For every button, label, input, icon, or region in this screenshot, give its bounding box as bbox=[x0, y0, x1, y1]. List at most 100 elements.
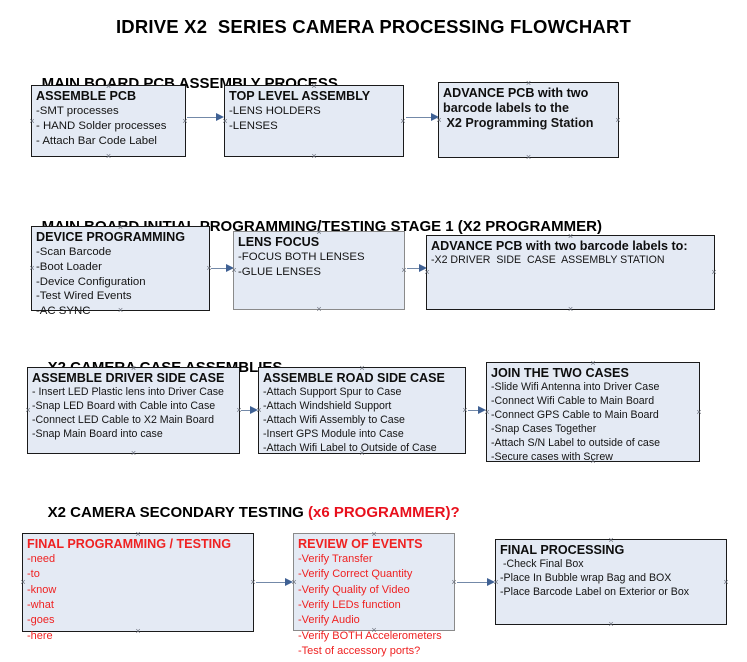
section-heading-4-accent: (x6 PROGRAMMER)? bbox=[307, 504, 460, 521]
box-advance-pcb-programming-station[interactable]: ADVANCE PCB with two barcode labels to t… bbox=[438, 82, 619, 158]
box-line: -Snap Cases Together bbox=[491, 422, 597, 435]
resize-handle-top[interactable] bbox=[116, 223, 125, 232]
box-line: -here bbox=[27, 629, 53, 642]
resize-handle-top[interactable] bbox=[589, 359, 598, 368]
box-title: DEVICE PROGRAMMING bbox=[36, 230, 186, 244]
box-line: -need bbox=[27, 552, 56, 565]
box-line: -Attach Wifi Assembly to Case bbox=[263, 413, 405, 426]
resize-handle-top[interactable] bbox=[524, 79, 533, 88]
box-title: FINAL PROCESSING bbox=[500, 543, 625, 557]
resize-handle-bottom[interactable] bbox=[310, 152, 319, 161]
resize-handle-left[interactable] bbox=[255, 406, 264, 415]
resize-handle-top[interactable] bbox=[358, 364, 367, 373]
box-lens-focus[interactable]: LENS FOCUS -FOCUS BOTH LENSES -GLUE LENS… bbox=[233, 231, 405, 310]
box-assemble-road-side-case[interactable]: ASSEMBLE ROAD SIDE CASE -Attach Support … bbox=[258, 367, 466, 454]
box-line: -GLUE LENSES bbox=[238, 265, 321, 278]
resize-handle-left[interactable] bbox=[492, 578, 501, 587]
resize-handle-right[interactable] bbox=[235, 406, 244, 415]
box-line: -goes bbox=[27, 614, 55, 627]
box-line: -what bbox=[27, 599, 54, 612]
box-line: -LENS HOLDERS bbox=[229, 104, 321, 117]
resize-handle-right[interactable] bbox=[450, 578, 459, 587]
resize-handle-left[interactable] bbox=[24, 406, 33, 415]
box-line: -Test Wired Events bbox=[36, 290, 132, 303]
box-line: -AC SYNC bbox=[36, 305, 91, 318]
resize-handle-right[interactable] bbox=[400, 266, 409, 275]
box-line: -Slide Wifi Antenna into Driver Case bbox=[491, 380, 660, 393]
box-line: -Attach S/N Label to outside of case bbox=[491, 436, 661, 449]
section-heading-4: X2 CAMERA SECONDARY TESTING (x6 PROGRAMM… bbox=[31, 487, 460, 538]
box-line: -Attach Wifi Label to Outside of Case bbox=[263, 441, 437, 454]
box-title: REVIEW OF EVENTS bbox=[298, 537, 423, 551]
resize-handle-bottom[interactable] bbox=[315, 305, 324, 314]
resize-handle-top[interactable] bbox=[607, 536, 616, 545]
resize-handle-left[interactable] bbox=[483, 408, 492, 417]
box-line: -Verify Audio bbox=[298, 614, 360, 627]
box-final-programming-testing[interactable]: FINAL PROGRAMMING / TESTING -need -to -k… bbox=[19, 530, 254, 642]
box-title: ASSEMBLE DRIVER SIDE CASE bbox=[32, 371, 225, 385]
resize-handle-right[interactable] bbox=[614, 116, 623, 125]
box-advance-pcb-driver-side-station[interactable]: ADVANCE PCB with two barcode labels to: … bbox=[426, 235, 715, 310]
resize-handle-top[interactable] bbox=[370, 530, 379, 539]
box-join-the-two-cases[interactable]: JOIN THE TWO CASES -Slide Wifi Antenna i… bbox=[483, 359, 700, 463]
box-line: -LENSES bbox=[229, 119, 278, 132]
resize-handle-left[interactable] bbox=[423, 268, 432, 277]
connector-arrow bbox=[187, 113, 224, 122]
resize-handle-top[interactable] bbox=[315, 228, 324, 237]
resize-handle-right[interactable] bbox=[249, 578, 258, 587]
resize-handle-right[interactable] bbox=[710, 268, 719, 277]
resize-handle-bottom[interactable] bbox=[134, 627, 143, 636]
resize-handle-right[interactable] bbox=[399, 117, 408, 126]
box-line: -Verify Transfer bbox=[298, 552, 373, 565]
resize-handle-right[interactable] bbox=[181, 117, 190, 126]
resize-handle-left[interactable] bbox=[19, 578, 28, 587]
resize-handle-top[interactable] bbox=[566, 232, 575, 241]
box-line: -Secure cases with Screw bbox=[491, 450, 613, 463]
box-line: - Insert LED Plastic lens into Driver Ca… bbox=[32, 385, 224, 398]
resize-handle-bottom[interactable] bbox=[524, 153, 533, 162]
box-title: LENS FOCUS bbox=[238, 235, 320, 249]
box-line: -know bbox=[27, 583, 57, 596]
resize-handle-bottom[interactable] bbox=[116, 306, 125, 315]
resize-handle-bottom[interactable] bbox=[358, 449, 367, 458]
box-device-programming[interactable]: DEVICE PROGRAMMING -Scan Barcode -Boot L… bbox=[28, 223, 210, 317]
resize-handle-bottom[interactable] bbox=[566, 305, 575, 314]
box-line-overflow: -Test of accessory ports? bbox=[298, 645, 421, 658]
box-line: -FOCUS BOTH LENSES bbox=[238, 250, 365, 263]
box-title: ASSEMBLE PCB bbox=[36, 89, 137, 103]
resize-handle-left[interactable] bbox=[435, 116, 444, 125]
box-line: -Boot Loader bbox=[36, 260, 102, 273]
box-title: FINAL PROGRAMMING / TESTING bbox=[27, 537, 232, 551]
resize-handle-bottom[interactable] bbox=[607, 620, 616, 629]
box-assemble-driver-side-case[interactable]: ASSEMBLE DRIVER SIDE CASE - Insert LED P… bbox=[27, 367, 240, 454]
resize-handle-right[interactable] bbox=[722, 578, 731, 587]
box-line: -Connect Wifi Cable to Main Board bbox=[491, 394, 655, 407]
box-line: - HAND Solder processes bbox=[36, 119, 167, 132]
resize-handle-left[interactable] bbox=[28, 264, 37, 273]
resize-handle-top[interactable] bbox=[310, 82, 319, 91]
resize-handle-top[interactable] bbox=[134, 530, 143, 539]
resize-handle-bottom[interactable] bbox=[129, 449, 138, 458]
resize-handle-right[interactable] bbox=[461, 406, 470, 415]
box-assemble-pcb[interactable]: ASSEMBLE PCB -SMT processes - HAND Solde… bbox=[31, 85, 186, 157]
resize-handle-top[interactable] bbox=[129, 364, 138, 373]
box-title: ADVANCE PCB with two barcode labels to: bbox=[431, 239, 688, 253]
resize-handle-left[interactable] bbox=[221, 117, 230, 126]
resize-handle-right[interactable] bbox=[205, 264, 214, 273]
box-line: -Place In Bubble wrap Bag and BOX bbox=[500, 571, 672, 584]
resize-handle-left[interactable] bbox=[28, 117, 37, 126]
resize-handle-bottom[interactable] bbox=[104, 152, 113, 161]
box-top-level-assembly[interactable]: TOP LEVEL ASSEMBLY -LENS HOLDERS -LENSES bbox=[224, 85, 404, 157]
resize-handle-left[interactable] bbox=[290, 578, 299, 587]
box-line: -Check Final Box bbox=[500, 557, 584, 570]
box-review-of-events[interactable]: REVIEW OF EVENTS -Verify Transfer -Verif… bbox=[290, 530, 455, 657]
resize-handle-right[interactable] bbox=[695, 408, 704, 417]
resize-handle-bottom[interactable] bbox=[370, 626, 379, 635]
box-line: -X2 DRIVER SIDE CASE ASSEMBLY STATION bbox=[431, 253, 665, 266]
resize-handle-bottom[interactable] bbox=[589, 457, 598, 466]
box-final-processing[interactable]: FINAL PROCESSING -Check Final Box -Place… bbox=[495, 539, 727, 625]
resize-handle-top[interactable] bbox=[104, 82, 113, 91]
connector-arrow bbox=[457, 578, 495, 587]
resize-handle-left[interactable] bbox=[230, 266, 239, 275]
box-line: X2 Programming Station bbox=[443, 115, 594, 130]
